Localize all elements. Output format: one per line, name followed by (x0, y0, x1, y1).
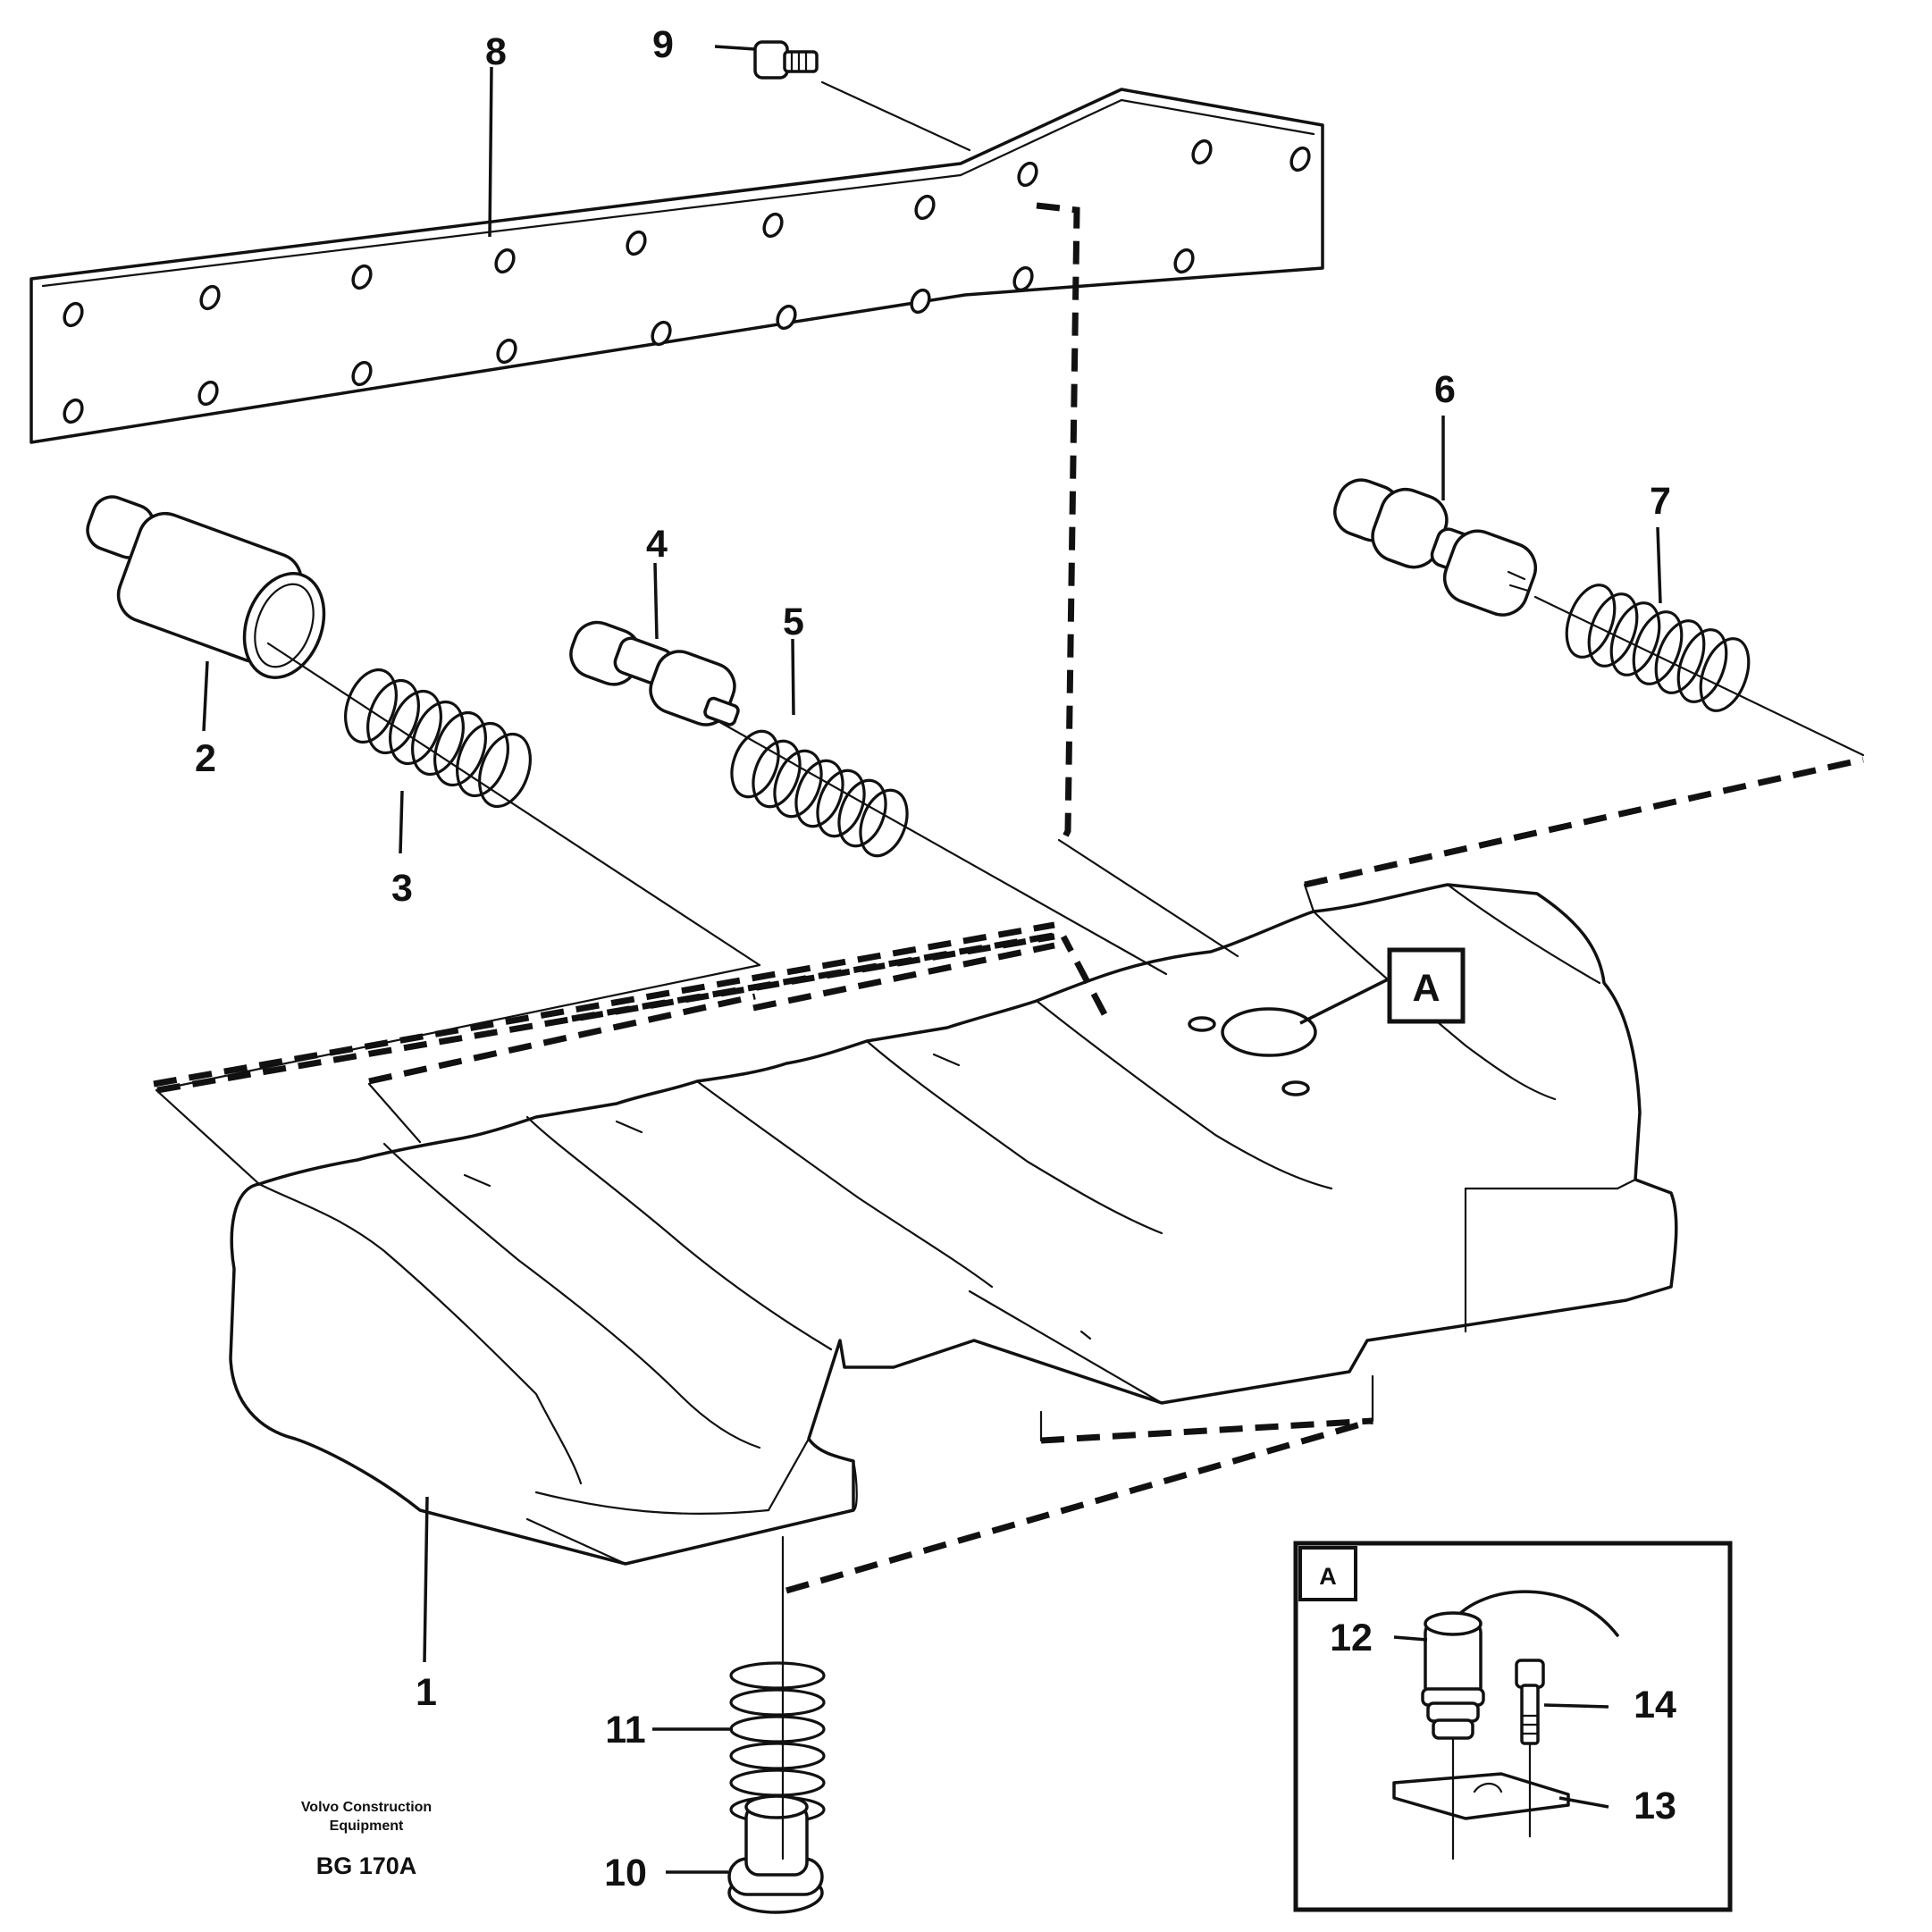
plate-hole (914, 194, 936, 221)
callout-6: 6 (1434, 368, 1456, 411)
drawing-code: BG 170A (316, 1852, 417, 1879)
callout-13: 13 (1634, 1785, 1676, 1827)
spring-coil (1587, 592, 1639, 668)
spring-coil (389, 689, 442, 766)
plate-hole (197, 380, 219, 407)
spring-coil (729, 1661, 826, 1690)
plate-hole (626, 230, 647, 256)
plate-hole (651, 320, 672, 347)
plate-hole (351, 360, 373, 387)
plate-hole (762, 212, 784, 239)
spring-coil (478, 732, 532, 809)
valve-housing-1 (229, 883, 1678, 1566)
spring-coil (816, 769, 866, 838)
spring-coil (1654, 619, 1706, 694)
bolt-9 (753, 40, 819, 80)
spring-coil (773, 749, 823, 819)
spring-coil (433, 710, 487, 787)
callout-9: 9 (652, 23, 674, 66)
detail-ref-label: A (1412, 967, 1440, 1010)
gasket-plate (29, 88, 1324, 444)
spring-coil (729, 1768, 826, 1797)
spring-coil (344, 668, 398, 744)
bolt-14 (1515, 1659, 1545, 1745)
callout-leaders (202, 45, 1662, 1874)
callout-11: 11 (605, 1709, 645, 1751)
spring-coil (729, 1715, 826, 1743)
spring-5 (730, 729, 909, 858)
spring-coil (411, 700, 465, 777)
spring-3 (344, 668, 532, 809)
callout-7: 7 (1650, 480, 1671, 523)
company-name-line2: Equipment (330, 1819, 404, 1834)
spring-7 (1565, 584, 1751, 712)
plate-hole (1191, 139, 1213, 165)
spring-coil (1676, 628, 1728, 703)
callout-3: 3 (391, 867, 413, 910)
spring-coil (1632, 610, 1684, 685)
callout-4: 4 (646, 523, 668, 566)
spring-coil (729, 1688, 826, 1717)
plate-hole (910, 288, 931, 315)
callout-5: 5 (783, 601, 804, 643)
sleeve-2 (86, 495, 326, 679)
spring-coil (730, 729, 780, 799)
spring-coil (1609, 601, 1661, 676)
plate-hole (63, 301, 84, 328)
footer: Volvo Construction Equipment BG 170A (301, 1800, 432, 1879)
spring-coil (729, 1742, 826, 1770)
detail-box-label: A (1319, 1563, 1337, 1590)
plate-hole (776, 304, 797, 331)
plate-hole (496, 338, 517, 365)
spring-coil (1699, 637, 1751, 712)
callout-12: 12 (1330, 1617, 1373, 1659)
callout-8: 8 (485, 30, 507, 73)
plug-10 (727, 1794, 824, 1914)
spring-coil (859, 788, 909, 858)
callout-14: 14 (1634, 1684, 1676, 1726)
detail-ref-marker: A (1299, 947, 1466, 1025)
spring-coil (837, 778, 887, 848)
detail-box-a: A (1293, 1541, 1733, 1912)
plate-hole (1017, 161, 1038, 188)
clamp-13 (1392, 1772, 1570, 1820)
callout-10: 10 (604, 1852, 647, 1894)
spring-coil (794, 759, 844, 828)
valve-spool-6 (1333, 478, 1537, 617)
sensor-12 (1421, 1590, 1619, 1740)
valve-spool-4 (569, 620, 740, 727)
plate-hole (351, 264, 373, 290)
callout-2: 2 (195, 737, 216, 780)
plate-hole (199, 284, 221, 311)
plate-hole (1289, 146, 1311, 172)
callout-numbers: 8 9 2 3 4 5 6 7 1 11 10 12 14 13 (195, 23, 1676, 1894)
plate-hole (1173, 248, 1195, 274)
assembly-lines (153, 202, 1864, 1594)
callout-1: 1 (416, 1671, 437, 1714)
plate-hole (1012, 265, 1034, 292)
alignment-lines (155, 80, 1865, 1861)
plate-hole (494, 248, 516, 274)
company-name-line1: Volvo Construction (301, 1800, 432, 1815)
spring-coil (456, 721, 509, 798)
spring-coil (752, 739, 802, 809)
plate-holes (63, 139, 1311, 424)
spring-coil (366, 678, 420, 755)
plate-hole (63, 398, 84, 424)
